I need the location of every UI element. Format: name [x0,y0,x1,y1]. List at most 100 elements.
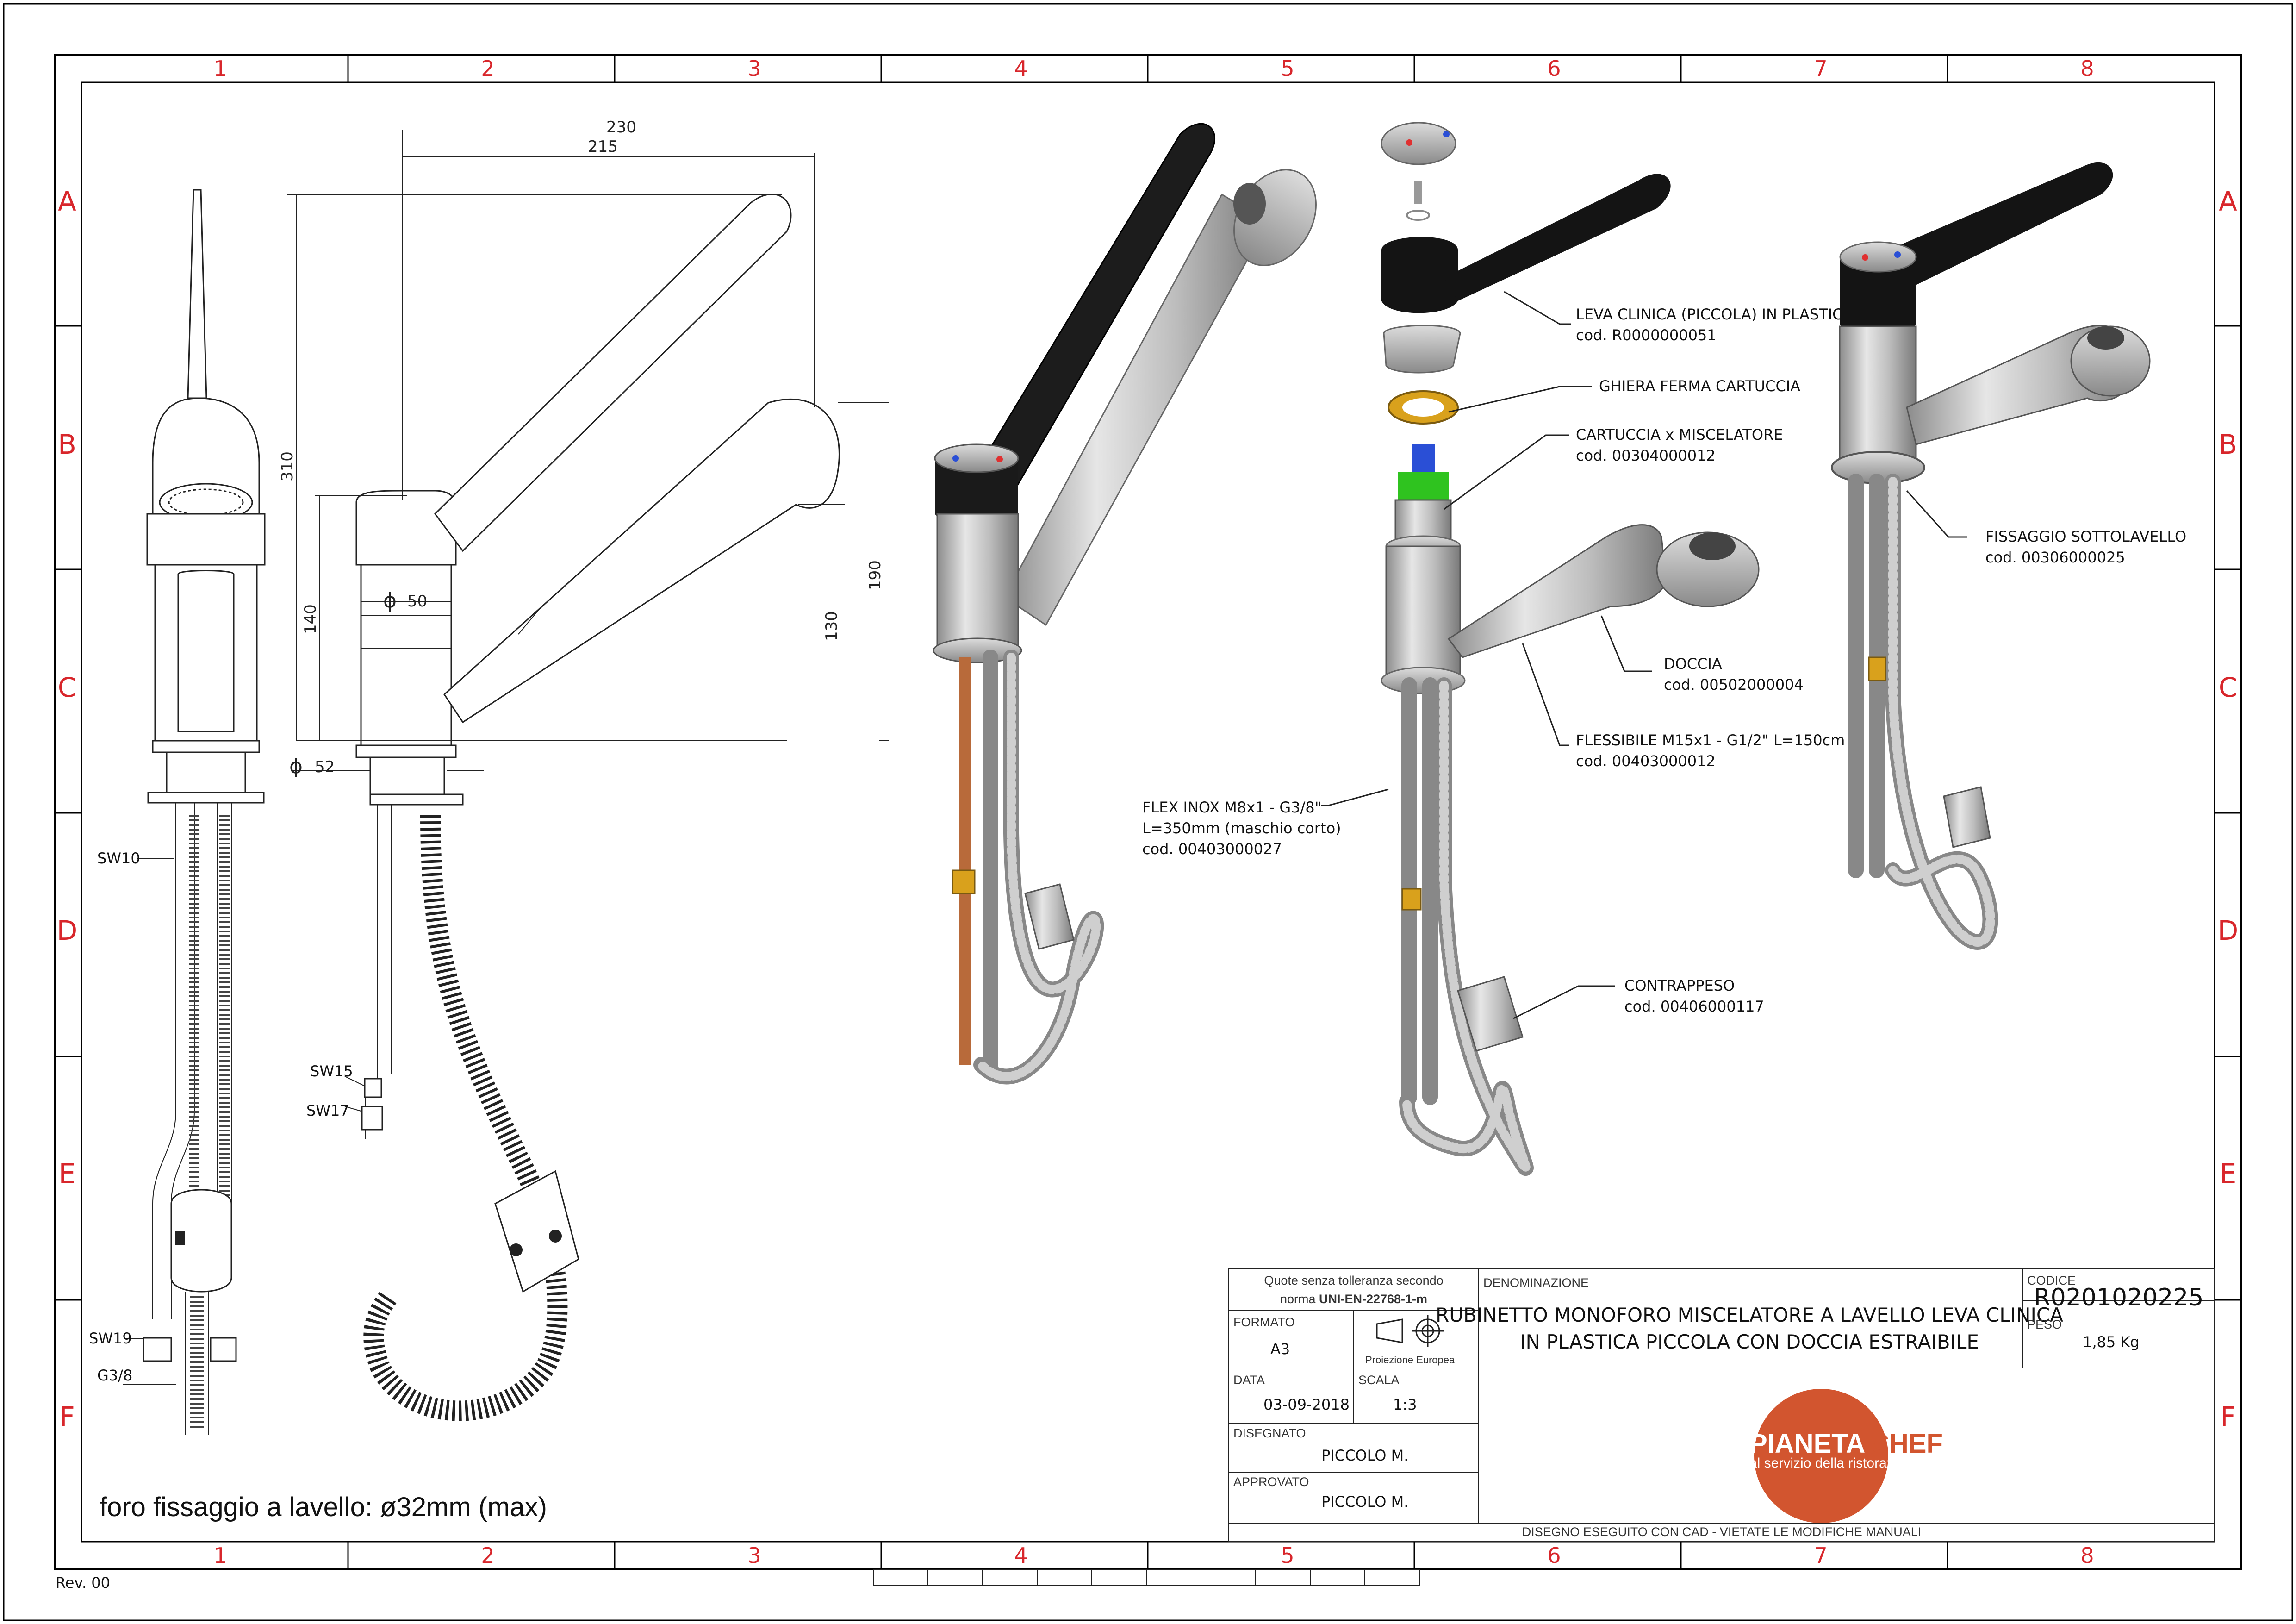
callout-fissaggio-code: cod. 00306000025 [1985,549,2125,566]
row-label: B [58,429,76,460]
peso-value: 1,85 Kg [2083,1333,2140,1351]
codice-label: CODICE [2027,1274,2076,1287]
data-value: 03-09-2018 [1263,1396,1350,1413]
col-label: 7 [1814,56,1827,81]
front-view-drawing [123,189,266,1435]
title-block [1228,1268,2215,1542]
dim-230: 230 [606,118,636,137]
side-view-drawing [344,194,840,1421]
revision-boxes [873,1569,1420,1586]
row-label: A [58,186,76,217]
col-label: 2 [481,1543,494,1568]
denominazione-label: DENOMINAZIONE [1483,1276,1589,1290]
row-label: C [58,672,77,703]
callout-flessibile-title: FLESSIBILE M15x1 - G1/2" L=150cm [1576,731,1845,749]
col-label: 8 [2080,56,2094,81]
col-label: 7 [1814,1543,1827,1568]
col-label: 5 [1281,56,1294,81]
col-label: 3 [747,1543,761,1568]
col-label: 8 [2080,1543,2094,1568]
formato-value: A3 [1270,1340,1290,1358]
dim-215: 215 [588,137,618,156]
dim-130: 130 [822,611,841,641]
cad-footer: DISEGNO ESEGUITO CON CAD - VIETATE LE MO… [1522,1525,1922,1539]
col-label: 4 [1014,1543,1027,1568]
product-title-line-2: IN PLASTICA PICCOLA CON DOCCIA ESTRAIBIL… [1520,1330,1979,1353]
row-label: D [57,915,78,946]
callout-leva-code: cod. R0000000051 [1576,326,1717,344]
title-block-text: Quote senza tolleranza secondo norma UNI… [1233,1274,2203,1539]
dim-140: 140 [301,604,320,634]
callout-doccia-title: DOCCIA [1664,655,1722,673]
assembled-view [1831,162,2151,950]
projection-symbol-icon [1376,1315,1444,1347]
callout-flex-length: L=350mm (maschio corto) [1142,819,1341,837]
callout-leaders [1321,291,1967,1019]
dim-52: 52 [315,758,335,776]
dim-50: 50 [407,592,427,611]
callout-cartuccia-title: CARTUCCIA x MISCELATORE [1576,426,1783,443]
col-label: 5 [1281,1543,1294,1568]
exploded-view [1381,122,1760,1176]
dim-310: 310 [278,451,297,481]
callout-flex-code: cod. 00403000027 [1142,840,1282,858]
callout-doccia-code: cod. 00502000004 [1664,676,1804,693]
callout-flex-title: FLEX INOX M8x1 - G3/8" [1142,799,1321,816]
disegnato-label: DISEGNATO [1233,1426,1306,1440]
col-label: 1 [213,56,227,81]
label-sw10: SW10 [97,849,140,867]
product-code: R0201020225 [2034,1284,2204,1312]
perspective-view [933,123,1317,1085]
row-label: E [59,1158,76,1189]
disegnato-value: PICCOLO M. [1321,1447,1408,1464]
row-label: F [59,1401,75,1432]
revision-label: Rev. 00 [56,1574,110,1592]
row-label: E [2220,1158,2237,1189]
callout-fissaggio-title: FISSAGGIO SOTTOLAVELLO [1985,528,2186,545]
col-label: 4 [1014,56,1027,81]
outer-border [3,3,2293,1621]
zone-grid [55,55,2241,1569]
label-sw17: SW17 [306,1102,349,1119]
row-label: F [2220,1401,2235,1432]
col-label: 6 [1547,56,1561,81]
scala-label: SCALA [1358,1373,1400,1387]
approvato-label: APPROVATO [1233,1475,1309,1489]
row-label: A [2219,186,2237,217]
col-label: 1 [213,1543,227,1568]
col-label: 2 [481,56,494,81]
dimension-lines [287,130,889,771]
diameter-symbol: ϕ [383,589,397,612]
row-labels-right: A B C D E F [2218,186,2239,1432]
label-g38: G3/8 [97,1367,132,1384]
formato-label: FORMATO [1233,1315,1295,1329]
product-title-line-1: RUBINETTO MONOFORO MISCELATORE A LAVELLO… [1436,1304,2063,1326]
row-labels-left: A B C D E F [57,186,78,1432]
col-label: 6 [1547,1543,1561,1568]
tolerance-line-1: Quote senza tolleranza secondo [1264,1274,1443,1287]
logo-tagline: al servizio della ristorazione [1749,1455,1920,1471]
callout-cartuccia-code: cod. 00304000012 [1576,447,1716,464]
callout-contrappeso-code: cod. 00406000117 [1624,998,1764,1015]
proiezione-label: Proiezione Europea [1365,1354,1455,1366]
callout-contrappeso-title: CONTRAPPESO [1624,977,1735,994]
data-label: DATA [1233,1373,1265,1387]
column-labels-bottom: 1 2 3 4 5 6 7 8 [213,1543,2094,1568]
callout-ghiera: GHIERA FERMA CARTUCCIA [1599,377,1800,395]
approvato-value: PICCOLO M. [1321,1493,1408,1511]
mounting-hole-note: foro fissaggio a lavello: ø32mm (max) [100,1492,547,1522]
logo-word-2: CHEF [1870,1429,1943,1459]
scala-value: 1:3 [1393,1396,1417,1413]
pianetachef-logo: PIANETA CHEF al servizio della ristorazi… [1749,1389,1943,1523]
label-sw15: SW15 [310,1062,353,1080]
col-label: 3 [747,56,761,81]
tolerance-line-2: norma UNI-EN-22768-1-m [1280,1292,1427,1306]
callouts-text: LEVA CLINICA (PICCOLA) IN PLASTICA cod. … [1142,306,2186,1015]
row-label: D [2218,915,2239,946]
column-labels-top: 1 2 3 4 5 6 7 8 [213,56,2094,81]
callout-flessibile-code: cod. 00403000012 [1576,752,1716,770]
logo-circle [1754,1389,1888,1523]
row-label: C [2219,672,2238,703]
label-sw19: SW19 [89,1330,132,1347]
